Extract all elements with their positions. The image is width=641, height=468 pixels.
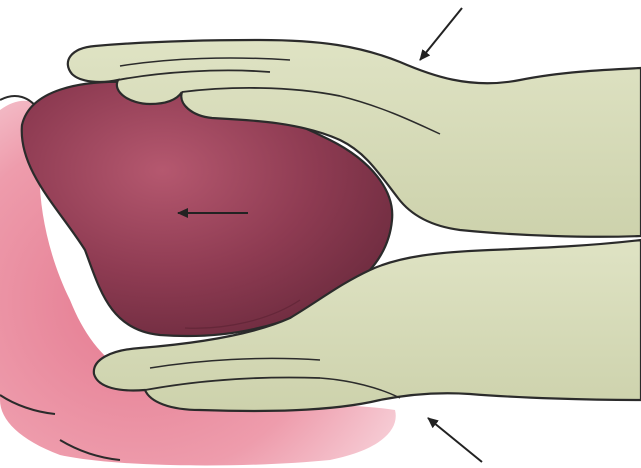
illustration-canvas: [0, 0, 641, 468]
illustration: [0, 0, 641, 468]
